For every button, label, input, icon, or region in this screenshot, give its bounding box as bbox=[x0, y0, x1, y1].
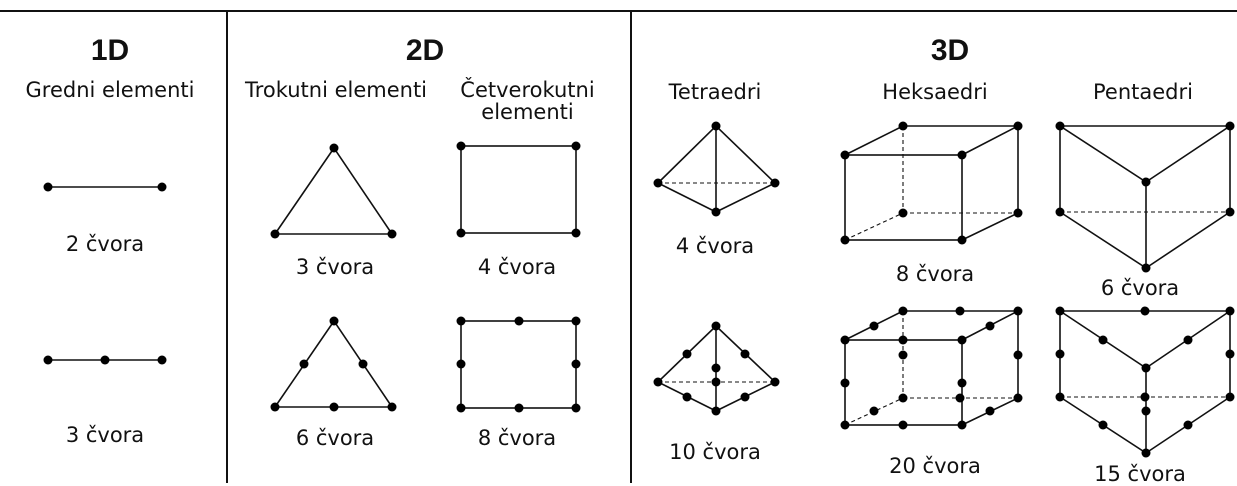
count-hexa-20: 20 čvora bbox=[889, 454, 981, 478]
count-quad-8: 8 čvora bbox=[477, 426, 557, 450]
quad-4-node-shape bbox=[456, 141, 581, 238]
beam-2-node-shape bbox=[43, 182, 167, 192]
count-penta-6: 6 čvora bbox=[1100, 276, 1180, 300]
label-pentahedra: Pentaedri bbox=[1093, 80, 1193, 104]
count-triangle-3: 3 čvora bbox=[295, 255, 375, 279]
quad-8-node-shape bbox=[456, 316, 581, 413]
beam-3-node-shape bbox=[43, 355, 167, 365]
divider-1d-2d bbox=[226, 10, 228, 483]
label-beam-elements: Gredni elementi bbox=[25, 78, 195, 102]
hexa-20-node-shape bbox=[840, 306, 1023, 430]
top-border bbox=[0, 10, 1237, 12]
penta-6-node-shape bbox=[1055, 121, 1235, 273]
label-quad-elements-line2: elementi bbox=[481, 100, 574, 124]
section-title-2d: 2D bbox=[405, 34, 445, 67]
penta-15-node-shape bbox=[1055, 306, 1235, 458]
count-tetra-10: 10 čvora bbox=[669, 440, 761, 464]
section-title-1d: 1D bbox=[90, 34, 130, 67]
count-triangle-6: 6 čvora bbox=[295, 426, 375, 450]
tetra-10-node-shape bbox=[653, 321, 780, 416]
label-tetrahedra: Tetraedri bbox=[668, 80, 762, 104]
hexa-8-node-shape bbox=[840, 121, 1023, 245]
label-quad-elements-line1: Četverokutni bbox=[460, 78, 595, 102]
count-beam-3: 3 čvora bbox=[65, 423, 145, 447]
count-hexa-8: 8 čvora bbox=[895, 262, 975, 286]
label-triangle-elements: Trokutni elementi bbox=[244, 78, 428, 102]
count-tetra-4: 4 čvora bbox=[675, 234, 755, 258]
tetra-4-node-shape bbox=[653, 121, 780, 217]
triangle-3-node-shape bbox=[270, 143, 397, 239]
triangle-6-node-shape bbox=[270, 316, 397, 412]
count-quad-4: 4 čvora bbox=[477, 255, 557, 279]
divider-2d-3d bbox=[630, 10, 632, 483]
count-penta-15: 15 čvora bbox=[1094, 462, 1186, 486]
section-title-3d: 3D bbox=[930, 34, 970, 67]
count-beam-2: 2 čvora bbox=[65, 232, 145, 256]
label-hexahedra: Heksaedri bbox=[882, 80, 988, 104]
